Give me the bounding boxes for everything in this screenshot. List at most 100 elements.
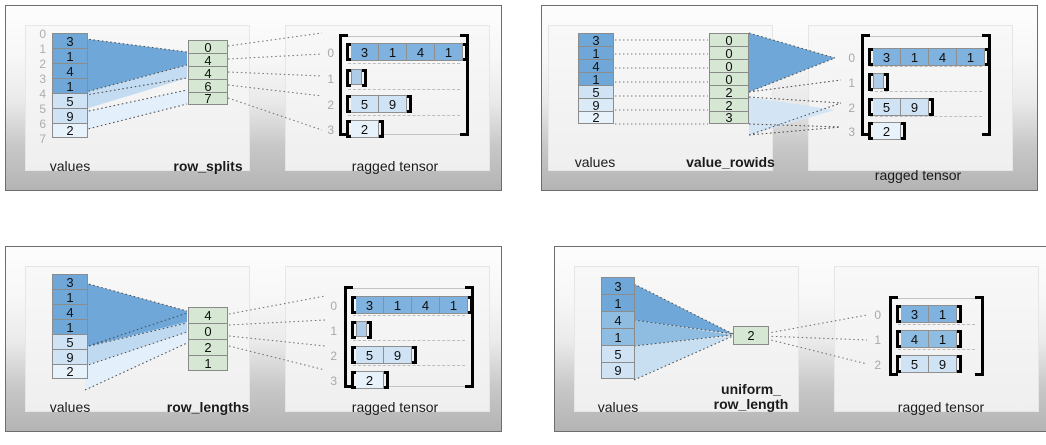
tensor-top-rule <box>353 288 465 289</box>
tensor-row-empty <box>351 321 372 339</box>
values-caption: values <box>574 154 616 170</box>
ragged-tensor-uniform-row-length: 0 1 2 3 1 4 1 <box>867 292 1017 392</box>
ragged-caption: ragged tensor <box>351 158 439 174</box>
panel-row-lengths: 3 1 4 1 5 9 2 4 0 2 1 0 1 2 3 <box>0 222 523 445</box>
row-splits-column: 0 4 4 6 7 <box>188 40 228 105</box>
value-cell: 1 <box>52 289 88 304</box>
value-cell: 1 <box>578 46 614 60</box>
value-cell: 4 <box>52 304 88 319</box>
partition-cell: 2 <box>733 326 769 345</box>
outer-bracket-right <box>460 34 469 136</box>
partition-cell: 0 <box>709 46 749 60</box>
inner-bracket-left <box>868 48 873 66</box>
partition-cell: 2 <box>709 85 749 99</box>
tensor-row: 3 1 4 1 <box>346 43 468 61</box>
inner-bracket-right <box>463 43 468 61</box>
empty-row-marker <box>351 69 362 85</box>
value-cell: 5 <box>52 93 88 108</box>
inner-bracket-left <box>868 98 873 116</box>
outer-bracket-left <box>339 34 348 136</box>
tensor-bottom-rule <box>348 134 460 135</box>
inner-bracket-left <box>896 330 901 348</box>
outer-bracket-right <box>982 34 991 136</box>
value-cell: 4 <box>578 59 614 73</box>
inner-bracket-left <box>896 355 901 373</box>
tensor-row: 3 1 <box>896 305 962 323</box>
tensor-row: 4 1 <box>896 330 962 348</box>
inner-bracket-right <box>957 305 962 323</box>
inner-bracket-right <box>362 69 367 87</box>
inner-bracket-right <box>985 48 990 66</box>
panel-row-splits: 0 1 2 3 4 5 6 7 3 1 4 1 5 9 2 0 4 4 6 7 <box>0 0 523 222</box>
value-cell: 5 <box>578 85 614 99</box>
panel-uniform-row-length: 3 1 4 1 5 9 2 0 1 2 3 1 <box>523 222 1046 445</box>
inner-bracket-right <box>957 330 962 348</box>
value-cell: 1 <box>52 319 88 334</box>
ragged-tensor-value-rowids: 0 1 2 3 3 1 4 1 <box>841 28 1001 143</box>
outer-bracket-right <box>975 296 984 376</box>
partition-cell: 2 <box>709 98 749 112</box>
value-cell: 2 <box>52 364 88 379</box>
tensor-top-rule <box>348 36 460 37</box>
row-separator <box>870 116 982 117</box>
panel-value-rowids: 3 1 4 1 5 9 2 0 0 0 0 2 2 3 0 1 2 3 <box>523 0 1046 222</box>
row-separator <box>348 63 460 64</box>
ragged-tensor-row-splits: 0 1 2 3 3 1 4 1 <box>322 28 472 143</box>
tensor-row-empty <box>346 69 367 87</box>
value-cell: 4 <box>52 63 88 78</box>
row-separator <box>870 91 982 92</box>
row-separator <box>353 365 465 366</box>
inner-bracket-right <box>468 296 473 314</box>
partition-cell: 2 <box>188 339 228 355</box>
uniform-row-length-column: 2 <box>733 326 769 345</box>
row-separator <box>898 349 975 350</box>
partition-cell: 4 <box>188 307 228 323</box>
empty-row-marker <box>356 321 367 337</box>
inner-bracket-left <box>351 321 356 339</box>
partition-cell: 0 <box>709 59 749 73</box>
inner-bracket-left <box>351 346 356 364</box>
tensor-row: 5 9 <box>351 346 417 364</box>
tensor-top-rule <box>898 298 975 299</box>
values-caption: values <box>49 399 91 415</box>
partition-cell: 4 <box>188 53 228 67</box>
tensor-row: 5 9 <box>346 95 412 113</box>
partition-cell: 4 <box>188 66 228 80</box>
partition-cell: 0 <box>709 72 749 86</box>
value-cell: 3 <box>52 33 88 48</box>
inner-bracket-right <box>957 355 962 373</box>
row-separator <box>898 324 975 325</box>
value-cell: 9 <box>52 108 88 123</box>
partition-cell: 0 <box>709 33 749 47</box>
inner-bracket-right <box>901 122 906 140</box>
partition-cell: 1 <box>188 355 228 371</box>
inner-bracket-right <box>884 73 889 91</box>
tensor-top-rule <box>870 36 982 37</box>
row-separator <box>353 340 465 341</box>
inner-bracket-right <box>367 321 372 339</box>
value-cell: 9 <box>52 349 88 364</box>
inner-bracket-left <box>868 122 873 140</box>
value-rowids-column: 0 0 0 0 2 2 3 <box>709 33 749 124</box>
tensor-bottom-rule <box>353 386 465 387</box>
value-cell: 1 <box>52 78 88 93</box>
tensor-row: 5 9 <box>896 355 962 373</box>
inner-bracket-right <box>407 95 412 113</box>
ragged-tensor-row-lengths: 0 1 2 3 3 1 4 1 <box>325 284 480 399</box>
empty-row-marker <box>873 73 884 89</box>
inner-bracket-left <box>896 305 901 323</box>
inner-bracket-left <box>868 73 873 91</box>
value-cell: 1 <box>601 294 635 311</box>
values-column: 3 1 4 1 5 9 <box>601 277 635 379</box>
value-cell: 5 <box>52 334 88 349</box>
value-cell: 2 <box>578 111 614 124</box>
value-cell: 9 <box>601 362 635 379</box>
outer-bracket-left <box>889 296 898 376</box>
tensor-row: 2 <box>346 120 384 138</box>
value-cell: 4 <box>601 311 635 328</box>
value-cell: 2 <box>52 123 88 138</box>
tensor-row: 3 1 4 1 <box>868 48 990 66</box>
ragged-caption: ragged tensor <box>351 399 439 415</box>
encoding-caption: row_splits <box>173 158 243 174</box>
